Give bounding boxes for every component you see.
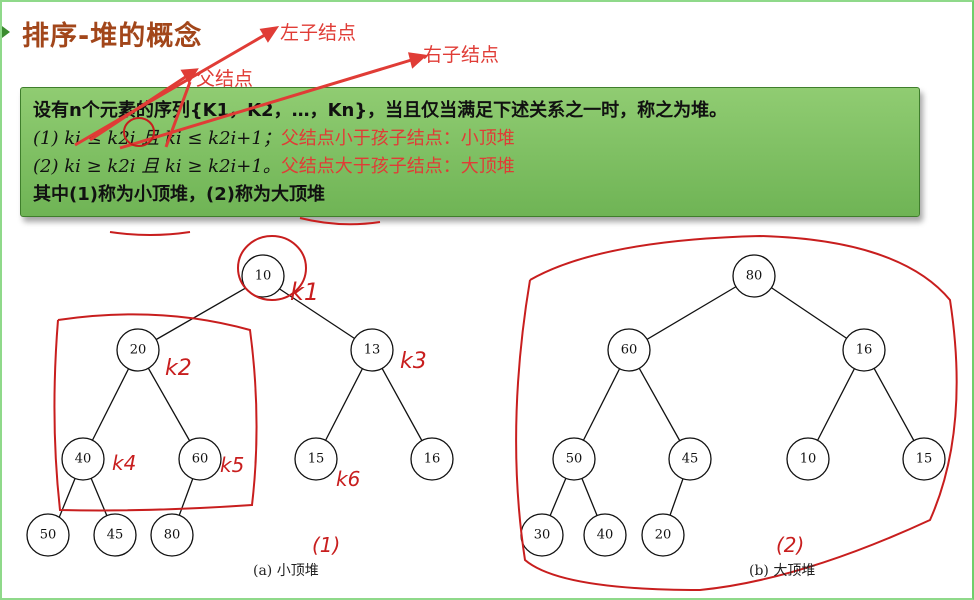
max-heap-node-label: 10 [800, 452, 817, 467]
min-heap-node: 15 [294, 437, 338, 481]
definition-line-2-note: 父结点小于孩子结点：小顶堆 [280, 128, 515, 149]
hand-label-k1: k1 [290, 278, 319, 306]
k2i-circle-mark [123, 117, 155, 147]
max-heap-node-label: 45 [682, 452, 699, 467]
slide-title: 排序-堆的概念 [22, 21, 203, 52]
handwritten-labels: k1 k2 k3 k4 k5 k6 (1) (2) [112, 278, 804, 557]
arrow-left-child-head [259, 26, 280, 43]
min-heap-node: 80 [150, 513, 194, 557]
max-heap-node-label: 40 [597, 528, 614, 543]
definition-line-1: 设有n个元素的序列{K1，K2，…，Kn}，当且仅当满足下述关系之一时，称之为堆… [33, 100, 728, 121]
max-heap-edges [541, 275, 925, 536]
hand-label-k3: k3 [400, 349, 427, 374]
arrow-parent-head [180, 68, 199, 84]
min-heap-node: 40 [61, 437, 105, 481]
min-heap-node-label: 50 [40, 528, 57, 543]
max-heap-node-label: 16 [856, 343, 873, 358]
annotation-parent: 父结点 [196, 68, 254, 90]
min-heap-node: 50 [26, 513, 70, 557]
min-heap-node-label: 16 [424, 452, 441, 467]
definition-line-3: (2) ki ≥ k2i 且 ki ≥ k2i+1。父结点大于孩子结点：大顶堆 [33, 152, 515, 178]
max-heap-node-label: 20 [655, 528, 672, 543]
annotation-right-child: 右子结点 [423, 44, 500, 66]
min-heap-node: 13 [350, 328, 394, 372]
hand-label-1: (1) [312, 533, 340, 557]
max-heap-node: 20 [641, 513, 685, 557]
definition-line-4: 其中(1)称为小顶堆，(2)称为大顶堆 [33, 184, 325, 205]
max-heap-outline-mark [515, 234, 958, 592]
min-heap-node: 45 [93, 513, 137, 557]
underline-mark [299, 217, 381, 226]
min-heap-edges [51, 277, 433, 536]
hand-label-k4: k4 [112, 451, 136, 475]
max-heap-node: 10 [786, 437, 830, 481]
arrow-right-child-head [408, 52, 428, 69]
arrow-left-child [74, 30, 271, 147]
handwritten-marks [53, 117, 958, 592]
min-heap-node-label: 45 [107, 528, 124, 543]
min-heap-node: 10 [241, 254, 285, 298]
min-heap-node-label: 13 [364, 343, 381, 358]
min-heap-node: 60 [178, 437, 222, 481]
min-heap-node-label: 40 [75, 452, 92, 467]
hand-label-k6: k6 [336, 467, 360, 491]
min-heap-node-label: 20 [130, 343, 147, 358]
min-heap-node-label: 80 [164, 528, 181, 543]
min-heap-node-label: 10 [255, 269, 272, 284]
arrow-parent [89, 72, 191, 142]
max-heap-node-label: 80 [746, 269, 763, 284]
max-heap-node: 40 [583, 513, 627, 557]
max-heap-node-label: 50 [566, 452, 583, 467]
arrow-parent-2 [164, 81, 192, 148]
arrow-right-child [119, 56, 419, 150]
max-heap-node: 15 [902, 437, 946, 481]
min-heap-node: 16 [410, 437, 454, 481]
subtree-box-mark [53, 313, 258, 512]
annotation-left-child: 左子结点 [280, 22, 357, 44]
max-heap-node: 50 [552, 437, 596, 481]
root-circle-mark [237, 235, 307, 301]
hand-label-k5: k5 [220, 453, 244, 477]
max-heap-node-label: 15 [916, 452, 933, 467]
max-heap-node: 30 [520, 513, 564, 557]
max-heap-node-label: 60 [621, 343, 638, 358]
annotation-arrows [74, 26, 428, 150]
max-heap-node: 60 [607, 328, 651, 372]
definition-line-3-math: (2) ki ≥ k2i 且 ki ≥ k2i+1。 [33, 156, 281, 177]
hand-label-2: (2) [776, 533, 804, 557]
min-heap-node: 20 [116, 328, 160, 372]
min-heap-node-label: 15 [308, 452, 325, 467]
min-heap-node-label: 60 [192, 452, 209, 467]
max-heap-node-label: 30 [534, 528, 551, 543]
hand-label-k2: k2 [165, 356, 192, 381]
max-heap-node: 80 [732, 254, 776, 298]
underline-mark-2 [109, 231, 191, 236]
definition-box: 设有n个元素的序列{K1，K2，…，Kn}，当且仅当满足下述关系之一时，称之为堆… [20, 87, 920, 217]
max-heap-node: 45 [668, 437, 712, 481]
title-bullet-icon [2, 26, 10, 38]
max-heap-node: 16 [842, 328, 886, 372]
caption-min-heap: (a) 小顶堆 [253, 563, 319, 579]
definition-line-3-note: 父结点大于孩子结点：大顶堆 [280, 156, 515, 177]
caption-max-heap: (b) 大顶堆 [749, 563, 816, 579]
